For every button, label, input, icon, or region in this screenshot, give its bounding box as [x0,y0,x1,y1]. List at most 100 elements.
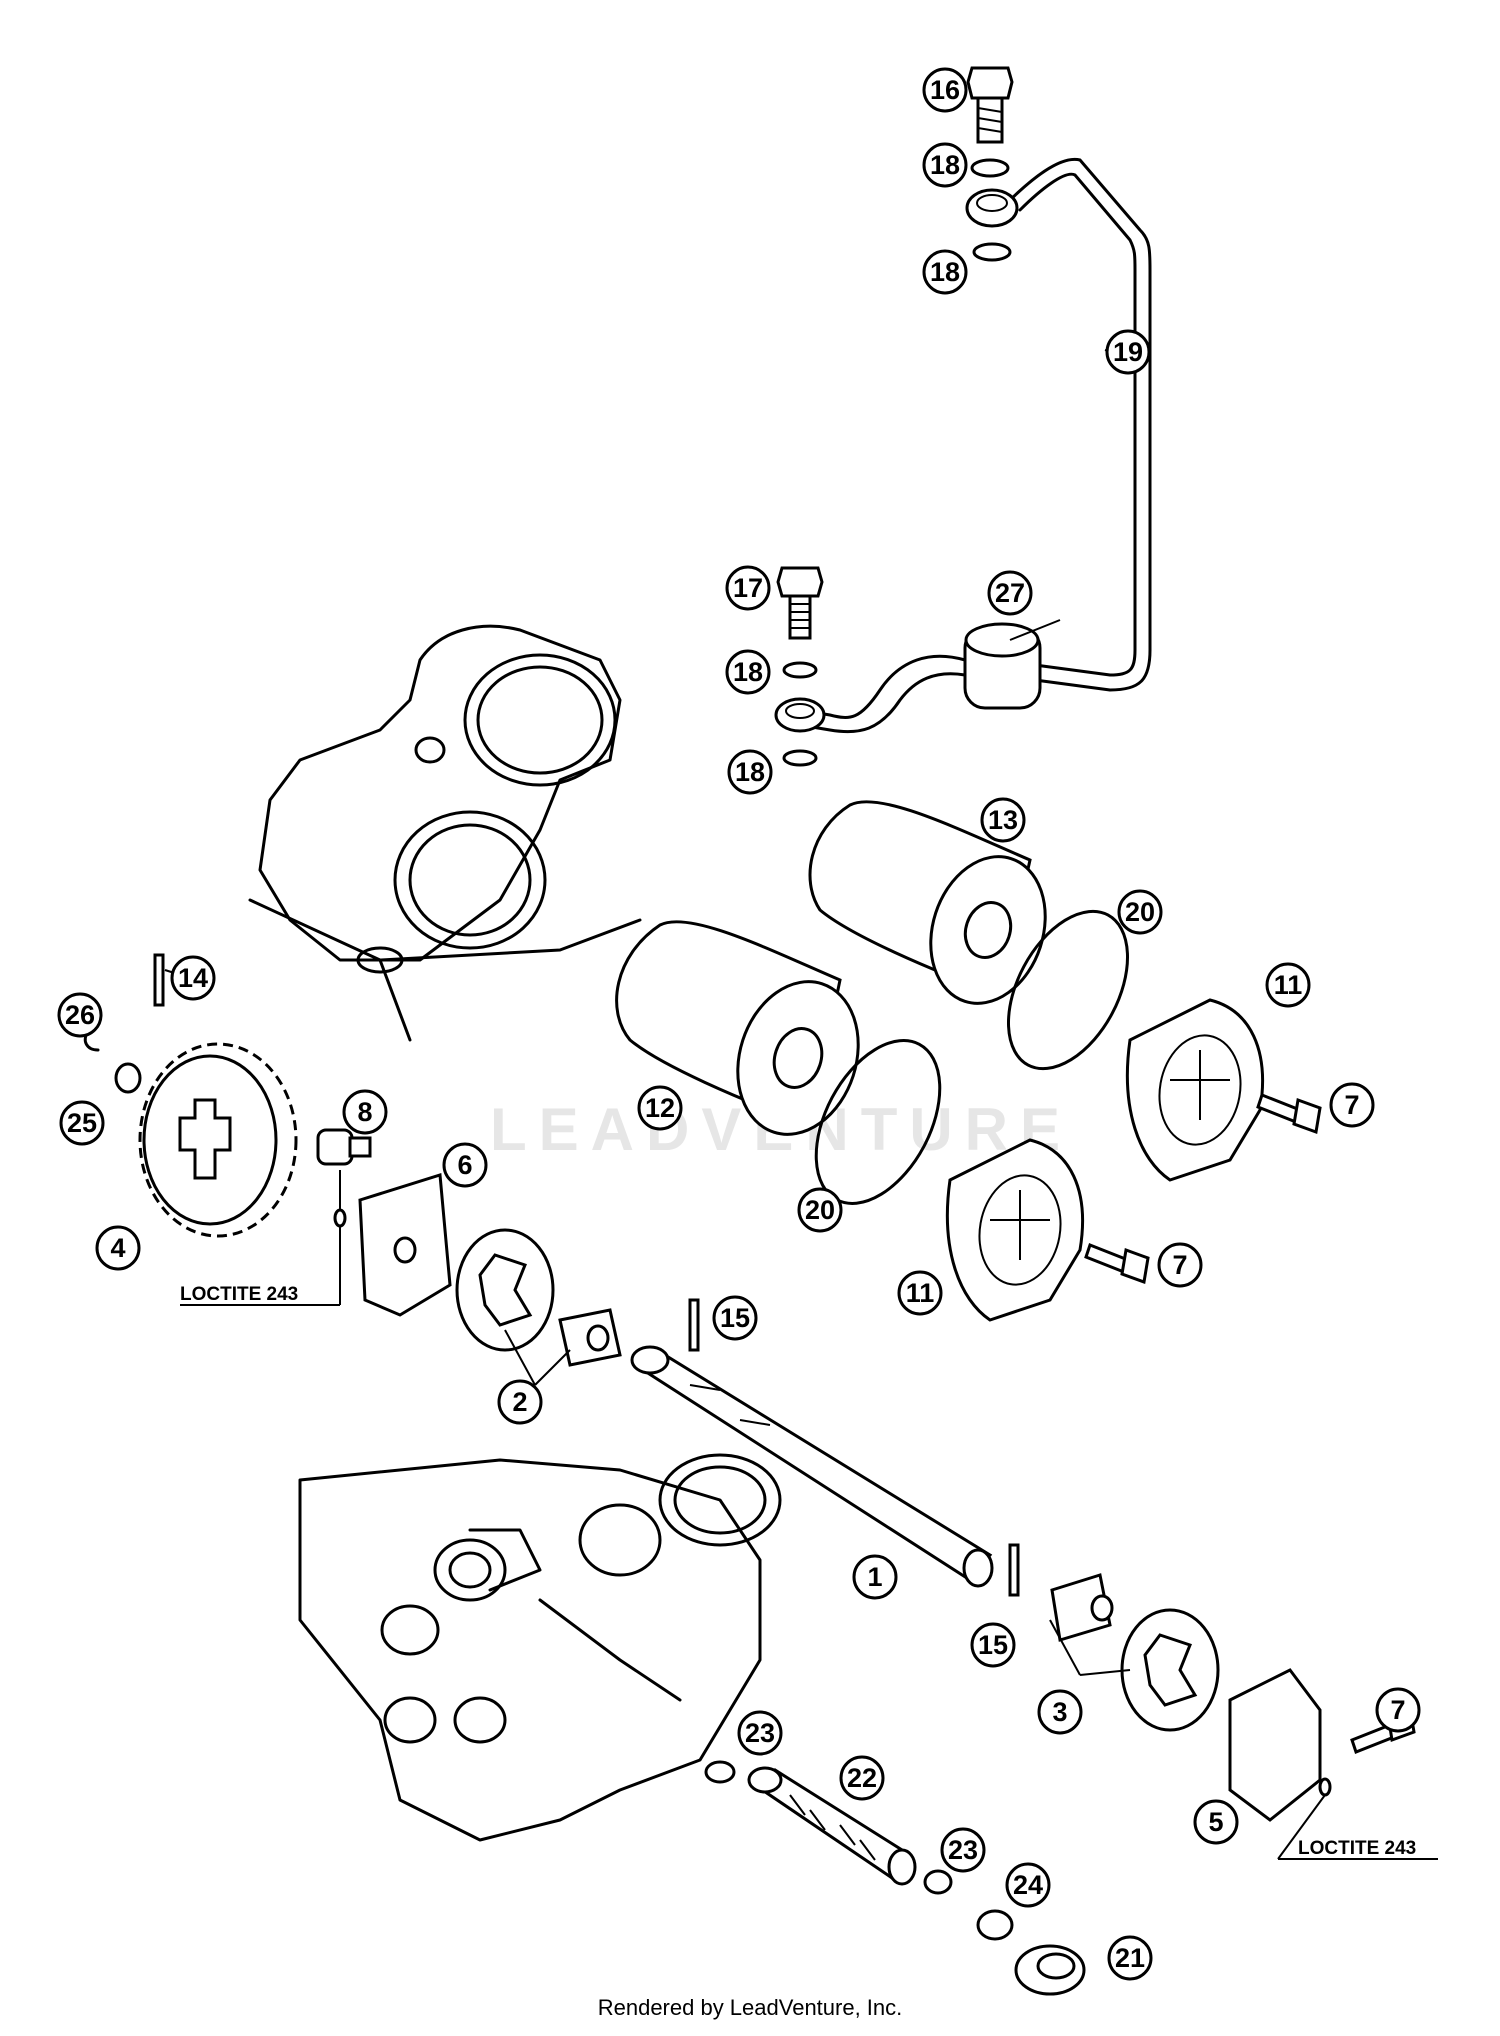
svg-text:26: 26 [65,1000,95,1030]
loctite-note-left: LOCTITE 243 [180,1284,341,1306]
rotor-3 [1050,1573,1220,1732]
banjo-bolt-lower [774,566,826,767]
callout-17: 17 [725,565,771,611]
svg-text:23: 23 [948,1835,978,1865]
svg-text:7: 7 [1172,1250,1187,1280]
pin-14 [153,953,165,1007]
banjo-bolt-upper [965,66,1019,262]
oil-filter-12 [615,920,860,1136]
oil-line [798,157,1152,734]
callout-23b: 23 [940,1827,986,1873]
callout-25: 25 [59,1100,105,1146]
svg-text:20: 20 [1125,897,1155,927]
loctite-note-right: LOCTITE 243 [1277,1794,1438,1860]
svg-text:11: 11 [1274,970,1303,1000]
callout-19: 19 [1105,329,1151,375]
o-ring-20-upper [1006,909,1130,1071]
callout-8: 8 [342,1089,388,1135]
upper-engine-case [248,624,642,1042]
callout-21: 21 [1107,1935,1153,1981]
svg-text:18: 18 [733,657,763,687]
gear-4 [138,1042,298,1238]
svg-text:27: 27 [995,578,1025,608]
callout-24: 24 [1005,1862,1051,1908]
valve-22 [747,1766,917,1886]
svg-text:23: 23 [745,1718,775,1748]
o-ring-23a [704,1760,736,1784]
callout-2: 2 [497,1379,543,1425]
svg-text:8: 8 [357,1097,372,1127]
callout-20a: 20 [1117,889,1163,935]
callout-18d: 18 [727,749,773,795]
callout-6: 6 [442,1142,488,1188]
callout-18b: 18 [922,249,968,295]
callout-12: 12 [637,1085,683,1131]
callout-4: 4 [95,1225,141,1271]
callout-7b: 7 [1157,1242,1203,1288]
svg-text:1: 1 [867,1562,882,1592]
svg-text:15: 15 [978,1630,1008,1660]
filter-cover-11-lower [945,1138,1085,1322]
cover-6 [358,1173,452,1317]
callout-27: 27 [987,570,1033,616]
svg-text:15: 15 [720,1303,750,1333]
svg-text:16: 16 [930,75,960,105]
callout-23a: 23 [737,1710,783,1756]
footer-credit: Rendered by LeadVenture, Inc. [597,1995,903,2020]
pin-15-upper [688,1298,700,1352]
svg-text:22: 22 [847,1763,877,1793]
svg-text:6: 6 [457,1150,472,1180]
cover-5 [1228,1668,1332,1822]
svg-text:14: 14 [178,963,208,993]
plug-21 [1014,1944,1086,1996]
rotor-2 [455,1228,622,1367]
callout-1: 1 [852,1554,898,1600]
svg-text:7: 7 [1390,1695,1405,1725]
callout-18a: 18 [922,142,968,188]
svg-text:24: 24 [1013,1870,1043,1900]
callout-18c: 18 [725,649,771,695]
svg-text:18: 18 [735,757,765,787]
svg-text:13: 13 [988,805,1018,835]
callout-13: 13 [980,797,1026,843]
loctite-label-right: LOCTITE 243 [1298,1838,1416,1859]
filter-cover-11-upper [1125,998,1265,1182]
svg-text:18: 18 [930,150,960,180]
callout-11a: 11 [1265,962,1311,1008]
svg-text:4: 4 [110,1233,125,1263]
svg-text:11: 11 [906,1278,935,1308]
callout-15b: 15 [970,1622,1016,1668]
svg-text:19: 19 [1113,337,1143,367]
svg-text:17: 17 [733,573,763,603]
callout-26: 26 [57,992,103,1038]
callout-11b: 11 [897,1270,943,1316]
o-ring-24 [976,1909,1014,1941]
svg-text:7: 7 [1344,1090,1359,1120]
svg-text:25: 25 [67,1108,97,1138]
callout-7c: 7 [1375,1687,1421,1733]
callout-5: 5 [1193,1799,1239,1845]
callout-16: 16 [922,67,968,113]
o-ring-23b [923,1869,953,1895]
svg-text:18: 18 [930,257,960,287]
screw-8 [316,1128,372,1290]
washer-25 [114,1062,142,1094]
callout-7a: 7 [1329,1082,1375,1128]
oil-filter-13 [808,800,1047,1005]
svg-text:21: 21 [1115,1943,1145,1973]
svg-text:20: 20 [805,1195,835,1225]
callout-15a: 15 [712,1295,758,1341]
lower-engine-case [298,1453,782,1842]
svg-text:3: 3 [1052,1697,1067,1727]
shaft-1 [630,1345,994,1588]
callout-20b: 20 [797,1187,843,1233]
loctite-label-left: LOCTITE 243 [180,1284,298,1305]
callout-14: 14 [170,955,216,1001]
callout-22: 22 [839,1755,885,1801]
pin-15-lower [1008,1543,1020,1597]
svg-text:2: 2 [512,1387,527,1417]
svg-text:5: 5 [1208,1807,1223,1837]
svg-text:12: 12 [645,1093,675,1123]
callout-3: 3 [1037,1689,1083,1735]
